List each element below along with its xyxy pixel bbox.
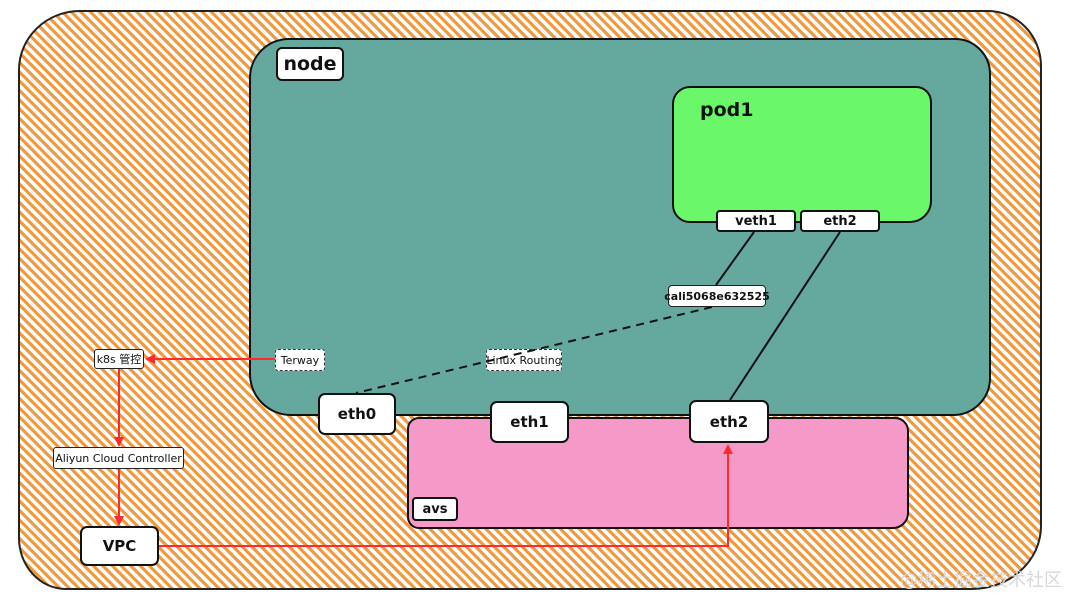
aliyun-cloud-controller-box: Aliyun Cloud Controller — [53, 447, 184, 469]
eth1-interface: eth1 — [490, 401, 569, 443]
watermark-text: @稀土掘金技术社区 — [900, 570, 1062, 591]
avs-container — [407, 417, 909, 529]
node-label: node — [276, 47, 344, 81]
vpc-box: VPC — [80, 526, 159, 566]
eth2-interface: eth2 — [689, 400, 769, 443]
eth0-interface: eth0 — [318, 393, 396, 435]
veth1-interface: veth1 — [716, 210, 796, 232]
terway-label: Terway — [275, 349, 325, 371]
cali-interface: cali5068e632525 — [664, 285, 770, 307]
pod1-label: pod1 — [700, 99, 754, 121]
linux-routing-label: Linux Routing — [486, 349, 562, 371]
pod-eth2-interface: eth2 — [800, 210, 880, 232]
k8s-control-box: k8s 管控 — [94, 349, 144, 369]
avs-label: avs — [412, 497, 458, 521]
